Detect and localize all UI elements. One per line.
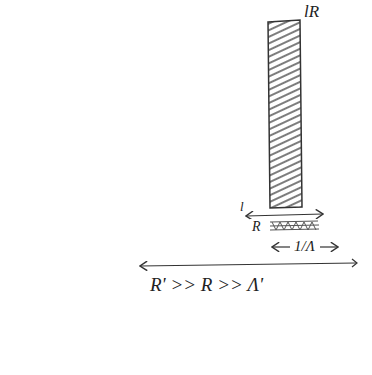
long-arrow	[140, 263, 356, 266]
scale-relation: R' >> R >> Λ'	[148, 275, 265, 296]
long-arrow-tick	[352, 259, 357, 267]
hatched-column	[268, 20, 302, 208]
length-label: 1/Λ	[292, 238, 317, 255]
length-arrow-left	[272, 246, 290, 247]
crossed-out-word	[270, 221, 319, 230]
tick-label: l	[238, 200, 246, 214]
top-label: lR	[302, 3, 321, 22]
width-arrow	[246, 214, 323, 216]
scale-label: R	[250, 219, 263, 234]
length-arrow-right	[320, 246, 338, 247]
